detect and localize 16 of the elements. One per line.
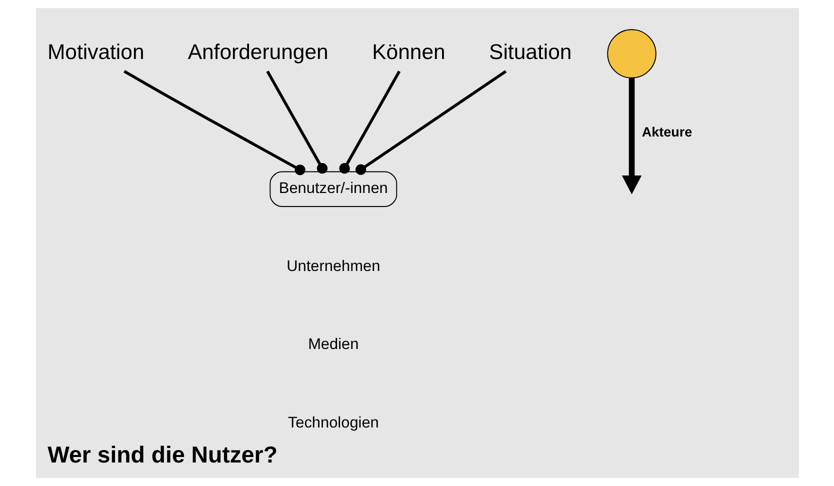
label: Technologien (287, 414, 378, 432)
node-text: Motivation (46, 40, 144, 64)
arrow (621, 78, 642, 194)
node-box: Benutzer/-innen (269, 171, 397, 207)
node-circle (606, 29, 656, 78)
connector (266, 70, 328, 174)
connector (355, 70, 506, 175)
edge-label: Akteure (641, 124, 692, 140)
diagram-title: Wer sind die Nutzer? (47, 442, 277, 468)
connector (338, 70, 400, 174)
node-text: Situation (488, 40, 572, 64)
label: Medien (308, 336, 358, 354)
node-text: Anforderungen (187, 40, 328, 64)
label: Unternehmen (286, 258, 380, 275)
connector (123, 70, 305, 176)
node-text: Können (372, 40, 445, 64)
